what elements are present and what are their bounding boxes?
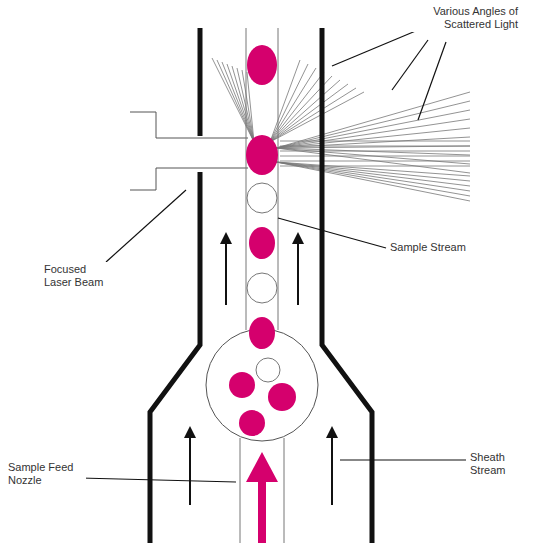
nozzle-label: Sample Feed Nozzle <box>6 460 86 488</box>
sheath-flow-arrow <box>190 238 332 505</box>
light-ray <box>280 161 470 162</box>
light-ray <box>276 148 470 164</box>
light-ray <box>247 72 254 142</box>
light-ray <box>270 68 316 142</box>
sample-stream <box>240 28 284 543</box>
light-ray <box>270 88 356 142</box>
scattered-light-label: Various Angles of Scattered Light <box>398 4 520 32</box>
light-ray <box>276 110 470 148</box>
flow-cell-wall <box>150 28 372 543</box>
light-ray <box>280 141 470 142</box>
scattered-light <box>212 58 470 201</box>
light-ray <box>276 119 470 148</box>
light-ray <box>276 92 470 148</box>
light-ray <box>280 151 470 152</box>
light-ray <box>276 162 470 201</box>
light-ray <box>276 137 470 148</box>
stream-label: Sample Stream <box>388 240 492 255</box>
light-ray <box>276 162 470 181</box>
light-ray <box>280 156 470 157</box>
light-ray <box>242 70 254 142</box>
sheath-label: Sheath Stream <box>468 450 522 478</box>
light-ray <box>280 166 470 167</box>
laser-label: Focused Laser Beam <box>42 262 116 290</box>
light-ray <box>276 162 470 191</box>
light-ray <box>270 92 364 142</box>
light-ray <box>276 146 470 148</box>
light-ray <box>280 146 470 147</box>
light-ray <box>276 162 470 196</box>
light-ray <box>276 128 470 148</box>
light-ray <box>276 162 470 186</box>
leader-line <box>80 30 466 482</box>
light-ray <box>276 101 470 148</box>
laser-beam <box>130 112 248 190</box>
cells <box>229 45 296 436</box>
sample-feed-arrow <box>246 452 278 543</box>
